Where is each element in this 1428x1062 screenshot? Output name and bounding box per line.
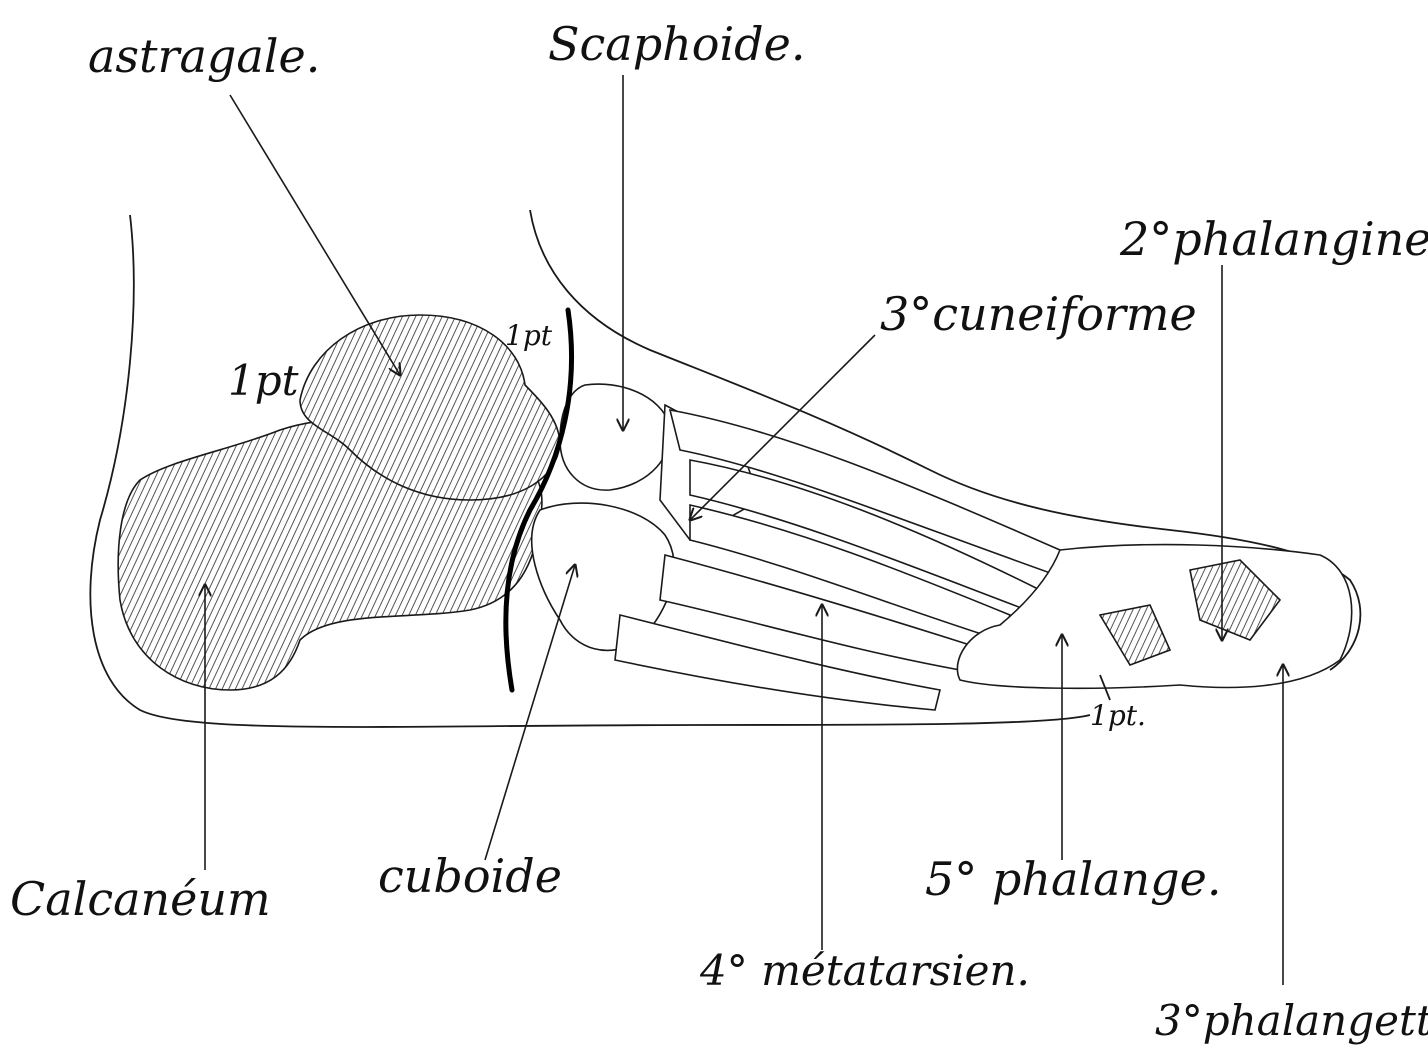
label-astragale: astragale. <box>88 29 320 83</box>
label-phalangine: 2°phalangine <box>1119 212 1428 266</box>
scaphoide-bone <box>560 384 671 490</box>
label-pt-mid: 1pt <box>505 319 553 352</box>
leader-astragale <box>230 95 400 375</box>
label-scaphoide: Scaphoide. <box>548 17 805 71</box>
label-cuneiforme: 3°cuneiforme <box>880 287 1197 341</box>
label-pt-left: 1pt <box>228 356 299 405</box>
label-calcaneum: Calcanéum <box>10 872 271 926</box>
leader-cuboide <box>485 565 575 860</box>
label-metatarsien: 4° métatarsien. <box>699 946 1030 995</box>
label-phalange: 5° phalange. <box>925 852 1221 906</box>
label-pt-toe: 1pt. <box>1090 699 1146 732</box>
label-cuboide: cuboide <box>378 849 562 903</box>
label-phalangette: 3°phalangette <box>1155 996 1428 1045</box>
